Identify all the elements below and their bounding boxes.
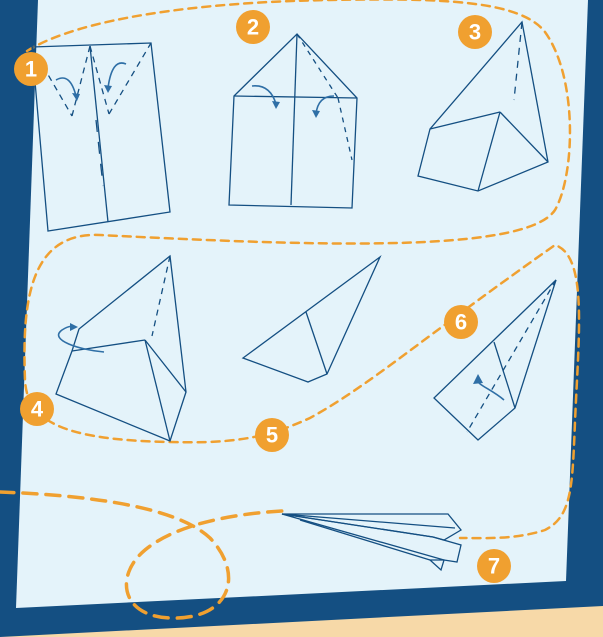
step-badge-4: 4: [20, 392, 54, 426]
svg-text:6: 6: [455, 310, 467, 335]
step-2-diagram: [228, 33, 358, 209]
step-4-diagram: [55, 254, 187, 442]
svg-text:7: 7: [488, 554, 500, 579]
svg-text:3: 3: [469, 20, 481, 45]
paper-sheet: [16, 0, 588, 608]
step-badge-3: 3: [458, 15, 492, 49]
step-badge-1: 1: [14, 52, 48, 86]
step-1-diagram: [31, 42, 171, 232]
step-badge-2: 2: [236, 10, 270, 44]
svg-text:1: 1: [25, 57, 37, 82]
step-badge-7: 7: [477, 549, 511, 583]
step-6-diagram: [433, 279, 557, 441]
step-badge-6: 6: [444, 305, 478, 339]
svg-text:4: 4: [31, 397, 44, 422]
step-5-diagram: [241, 254, 382, 383]
dashed-flight-path: [23, 0, 581, 540]
svg-text:2: 2: [247, 15, 259, 40]
step-7-diagram: [281, 513, 462, 572]
svg-text:5: 5: [266, 423, 278, 448]
step-3-diagram: [417, 20, 549, 192]
step-badge-5: 5: [255, 418, 289, 452]
dashed-flight-tail: [0, 490, 284, 620]
